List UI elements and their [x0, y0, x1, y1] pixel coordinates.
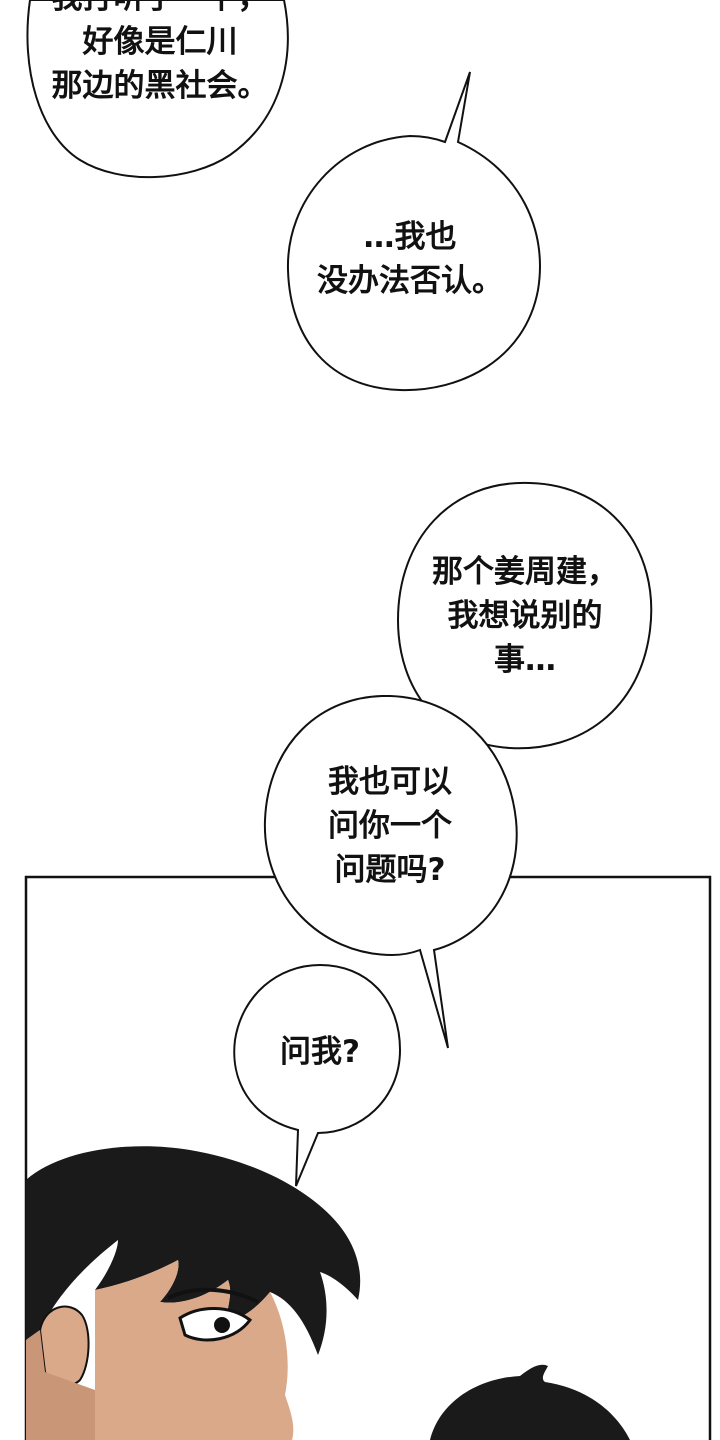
character-brow: [167, 1287, 259, 1304]
bubble-3-line-3: 事…: [494, 642, 556, 678]
bubble-4-line-3: 问题吗?: [334, 852, 446, 888]
bubble-1-line-2: 好像是仁川: [82, 24, 238, 60]
second-character-hair: [430, 1364, 630, 1440]
speech-bubble-5: [233, 963, 402, 1187]
bubble-text-5: 问我?: [250, 1030, 390, 1074]
character-face: [95, 1260, 294, 1440]
character-pupil: [214, 1317, 230, 1333]
character-neck: [26, 1330, 95, 1440]
bubble-4-line-2: 问你一个: [328, 808, 452, 844]
bubble-2-line-1: …我也: [363, 219, 457, 255]
character-hair: [26, 1146, 361, 1355]
speech-bubble-4: [263, 694, 518, 1049]
speech-bubble-2: [286, 71, 541, 392]
speech-bubble-3: [396, 481, 653, 750]
bubble-5-line-1: 问我?: [280, 1034, 360, 1070]
bubble-1-line-3: 那边的黑社会。: [51, 68, 269, 104]
bubble-text-3: 那个姜周建， 我想说别的 事…: [410, 550, 640, 682]
bubble-1-line-1: 我打听了一下，: [40, 0, 280, 20]
bubble-text-4: 我也可以 问你一个 问题吗?: [290, 760, 490, 892]
bubble-text-1: 我打听了一下， 好像是仁川 那边的黑社会。: [40, 0, 280, 108]
bubble-3-line-1: 那个姜周建，: [432, 554, 618, 590]
bubble-2-line-2: 没办法否认。: [317, 263, 503, 299]
bubble-3-line-2: 我想说别的: [447, 598, 603, 634]
speech-bubble-1: [26, 0, 289, 179]
bubble-text-2: …我也 没办法否认。: [300, 215, 520, 303]
bubble-4-line-1: 我也可以: [328, 764, 452, 800]
